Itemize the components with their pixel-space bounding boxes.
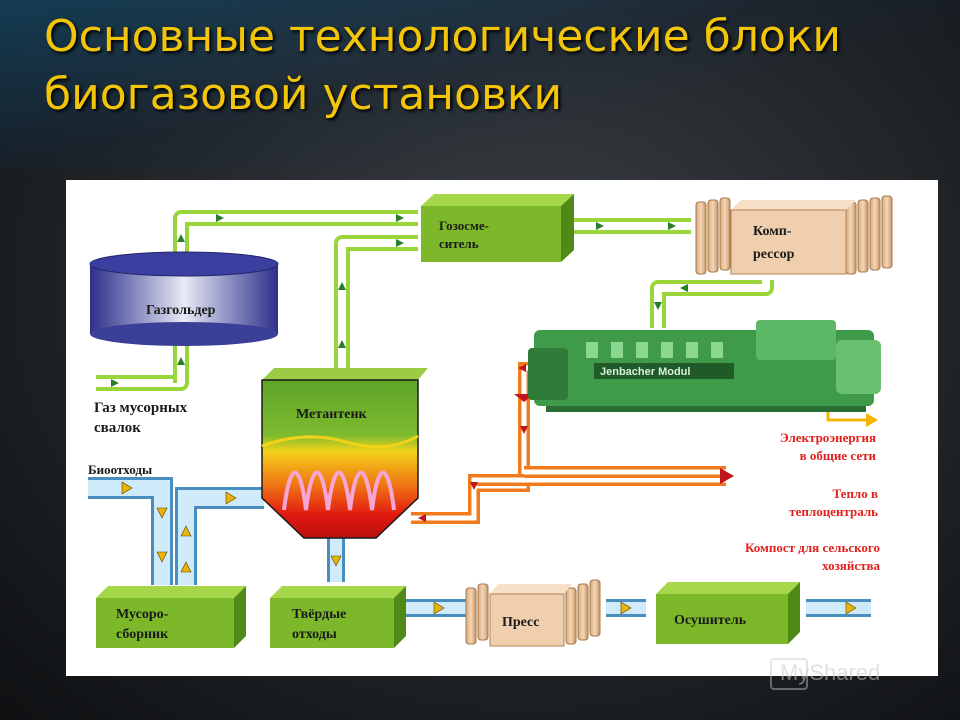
heat-flow-arrows	[418, 364, 734, 522]
watermark: MyShared	[780, 660, 881, 685]
engine-label: Jenbacher Modul	[600, 366, 690, 378]
heat-label-1: Тепло в	[833, 486, 879, 501]
waste-collector-label-1: Мусоро-	[116, 607, 169, 622]
biowaste-label: Биоотходы	[88, 462, 152, 477]
landfill-gas-label-1: Газ мусорных	[94, 400, 188, 416]
gas-mixer-label-1: Гозосме-	[439, 218, 489, 233]
solid-waste-block: Твёрдые отходы	[270, 586, 406, 648]
compost-label-2: хозяйства	[822, 558, 880, 573]
electricity-arrow	[866, 413, 878, 427]
waste-flow-arrows	[121, 481, 857, 615]
press-label: Пресс	[502, 615, 540, 630]
dryer-label: Осушитель	[674, 613, 747, 628]
methane-tank: Метантенк	[261, 368, 428, 539]
jenbacher-engine: Jenbacher Modul	[528, 320, 881, 412]
compost-label-1: Компост для сельского	[745, 540, 880, 555]
gasholder-label: Газгольдер	[146, 303, 216, 318]
solid-waste-label-2: отходы	[292, 627, 337, 642]
background-swirl	[0, 0, 960, 170]
compressor-label-2: рессор	[753, 247, 795, 262]
biogas-diagram: Гозосме- ситель Комп- рессор Газгольдер …	[66, 180, 938, 676]
heat-label-2: теплоцентраль	[789, 504, 878, 519]
compressor-label-1: Комп-	[753, 224, 792, 239]
solid-waste-label-1: Твёрдые	[292, 607, 346, 622]
compressor-block: Комп- рессор	[695, 195, 893, 275]
methane-tank-label: Метантенк	[296, 407, 368, 422]
waste-collector-block: Мусоро- сборник	[96, 586, 246, 648]
gas-flow-arrows	[111, 214, 688, 387]
landfill-gas-label-2: свалок	[94, 420, 141, 436]
waste-collector-label-2: сборник	[116, 627, 169, 642]
electricity-label-1: Электроэнергия	[780, 430, 876, 445]
watermark-icon	[770, 658, 808, 690]
press-block: Пресс	[465, 579, 601, 647]
gas-mixer-block: Гозосме- ситель	[421, 194, 574, 262]
gas-mixer-label-2: ситель	[439, 236, 479, 251]
dryer-block: Осушитель	[656, 582, 800, 644]
slide-title: Основные технологические блоки биогазово…	[44, 11, 842, 120]
electricity-label-2: в общие сети	[800, 448, 877, 463]
gasholder: Газгольдер	[89, 251, 279, 346]
